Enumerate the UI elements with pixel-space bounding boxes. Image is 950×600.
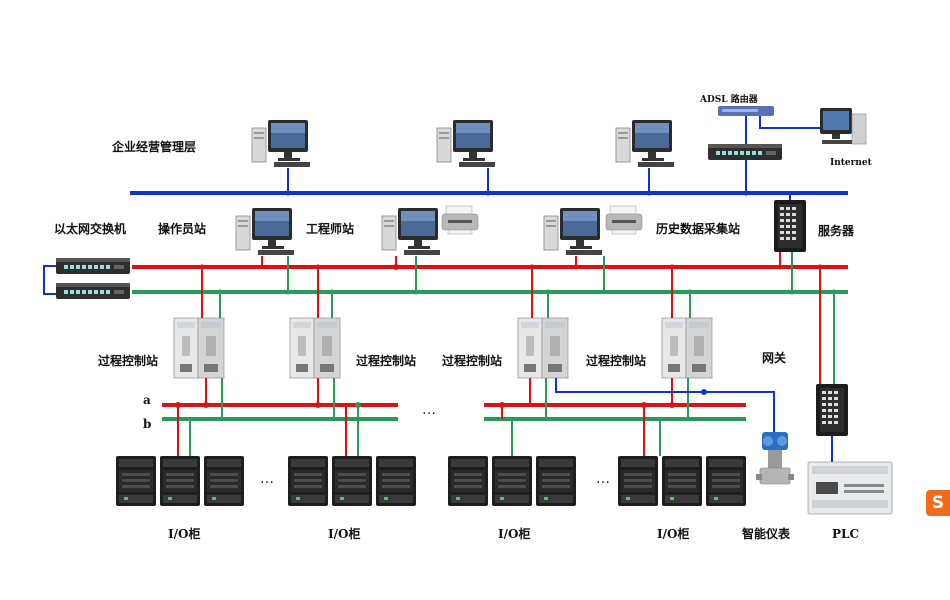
node-dot xyxy=(393,264,399,270)
node-dot xyxy=(199,264,205,270)
ellipsis-bus: … xyxy=(422,402,436,418)
node-dot xyxy=(669,264,675,270)
node-dot xyxy=(315,264,321,270)
node-dot xyxy=(355,402,361,408)
io-cabinet-4 xyxy=(618,456,746,506)
ethernet-switch-1-icon xyxy=(56,258,130,274)
label-enterprise-layer: 企业经营管理层 xyxy=(112,140,197,154)
label-io-cabinet-3: I/O柜 xyxy=(498,527,531,541)
node-dot xyxy=(217,289,223,295)
node-dot xyxy=(285,289,291,295)
label-smart-instrument: 智能仪表 xyxy=(742,527,791,541)
label-io-cabinet-4: I/O柜 xyxy=(657,527,690,541)
adsl-router-icon xyxy=(718,106,774,116)
label-ethernet-switch: 以太网交换机 xyxy=(54,222,127,236)
node-dot xyxy=(175,402,181,408)
io-cabinet-1 xyxy=(116,456,244,506)
label-engineer-station: 工程师站 xyxy=(306,222,355,236)
io-cabinet-3 xyxy=(448,456,576,506)
plc-icon xyxy=(807,461,893,515)
label-control-station-1: 过程控制站 xyxy=(98,354,159,368)
node-dot xyxy=(329,289,335,295)
control-station-4-icon xyxy=(661,317,713,379)
node-dot xyxy=(545,289,551,295)
node-dot xyxy=(641,402,647,408)
label-control-station-3: 过程控制站 xyxy=(442,354,503,368)
enterprise-pc-3 xyxy=(615,119,675,168)
internet-pc-icon xyxy=(820,108,867,145)
label-adsl-router: ADSL 路由器 xyxy=(700,95,758,105)
io-cabinet-2 xyxy=(288,456,416,506)
node-dot xyxy=(285,190,291,196)
node-dot xyxy=(789,289,795,295)
label-io-cabinet-1: I/O柜 xyxy=(168,527,201,541)
label-history-station: 历史数据采集站 xyxy=(656,222,741,236)
label-control-station-4: 过程控制站 xyxy=(586,354,647,368)
node-dot xyxy=(831,289,837,295)
label-operator-station: 操作员站 xyxy=(158,222,207,236)
switch-cascade-link xyxy=(43,265,56,295)
gateway-link xyxy=(555,378,775,432)
label-gateway: 网关 xyxy=(762,351,787,365)
printer-2-icon xyxy=(605,205,643,235)
label-io-cabinet-2: I/O柜 xyxy=(328,527,361,541)
label-control-station-2: 过程控制站 xyxy=(356,354,417,368)
control-station-2-icon xyxy=(289,317,341,379)
control-station-1-icon xyxy=(173,317,225,379)
ellipsis-io-2: … xyxy=(596,471,610,487)
node-dot xyxy=(413,289,419,295)
node-dot xyxy=(529,264,535,270)
label-bus-b: b xyxy=(143,417,152,431)
enterprise-switch-icon xyxy=(708,144,782,160)
node-dot xyxy=(315,402,321,408)
gateway-rack-icon xyxy=(816,384,848,436)
server-icon xyxy=(774,200,806,252)
watermark-logo: S xyxy=(926,490,950,516)
smart-instrument-icon xyxy=(756,432,794,485)
node-dot xyxy=(777,264,783,270)
node-dot xyxy=(646,190,652,196)
enterprise-pc-1 xyxy=(251,119,311,168)
node-dot xyxy=(701,389,707,395)
control-station-3-icon xyxy=(517,317,569,379)
label-plc: PLC xyxy=(832,527,860,541)
ethernet-switch-2-icon xyxy=(56,283,130,299)
node-dot xyxy=(687,289,693,295)
node-dot xyxy=(203,402,209,408)
node-dot xyxy=(485,190,491,196)
label-server: 服务器 xyxy=(818,224,855,238)
label-internet: Internet xyxy=(830,158,872,168)
operator-station-pc xyxy=(235,207,295,256)
ellipsis-io-1: … xyxy=(260,471,274,487)
history-station-pc xyxy=(543,207,603,256)
node-dot xyxy=(817,264,823,270)
node-dot xyxy=(743,190,749,196)
node-dot xyxy=(499,402,505,408)
router-to-internet xyxy=(759,116,826,129)
printer-1-icon xyxy=(441,205,479,235)
enterprise-pc-2 xyxy=(436,119,496,168)
node-dot xyxy=(669,402,675,408)
label-bus-a: a xyxy=(143,393,151,407)
engineer-station-pc xyxy=(381,207,441,256)
